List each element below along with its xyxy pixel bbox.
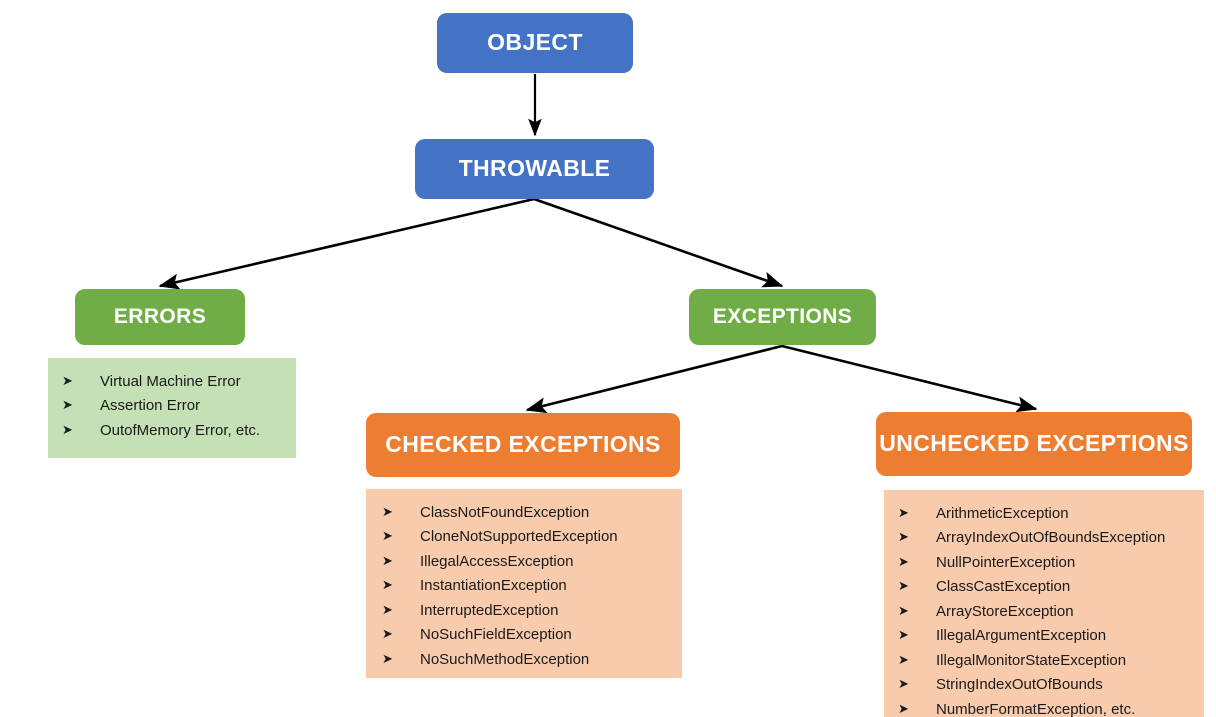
list-item: ➤ CloneNotSupportedException [366,525,682,549]
node-unchecked-exceptions[interactable]: UNCHECKED EXCEPTIONS [876,412,1192,476]
list-item: ➤ IllegalArgumentException [884,624,1204,648]
list-item: ➤ IllegalAccessException [366,550,682,574]
list-item-label: Assertion Error [100,397,201,415]
arrow-bullet-icon: ➤ [382,504,393,519]
checked-exceptions-list: ➤ ClassNotFoundException ➤ CloneNotSupporte… [366,501,682,672]
arrow-bullet-icon: ➤ [898,676,909,692]
arrow-bullet-icon: ➤ [382,528,393,544]
list-item-label: Virtual Machine Error [100,373,241,390]
list-item: ➤ InstantiationException [366,574,682,598]
arrow-bullet-icon: ➤ [898,553,909,569]
arrow-bullet-icon: ➤ [382,626,393,642]
arrow-bullet-icon: ➤ [898,627,909,643]
arrow-bullet-icon: ➤ [898,529,909,545]
node-checked-exceptions[interactable]: CHECKED EXCEPTIONS [366,413,680,477]
list-item: ➤ IllegalMonitorStateException [884,649,1204,673]
list-item-label: ArithmeticException [936,505,1069,522]
list-item-label: NoSuchFieldException [420,626,572,644]
arrow-bullet-icon: ➤ [382,577,393,593]
list-item: ➤ Assertion Error [48,394,296,418]
list-item: ➤ ArrayIndexOutOfBoundsException [884,526,1204,550]
list-item: ➤ ClassCastException [884,575,1204,599]
list-item-label: NumberFormatException, etc. [936,700,1136,717]
connector-throwable-to-exceptions [533,197,784,288]
arrow-bullet-icon: ➤ [898,651,909,667]
list-item-label: InstantiationException [420,577,567,595]
arrow-bullet-icon: ➤ [898,700,909,716]
arrow-bullet-icon: ➤ [62,421,73,437]
panel-errors-list: ➤ Virtual Machine Error ➤ Assertion Error ➤ O… [48,358,296,458]
errors-list: ➤ Virtual Machine Error ➤ Assertion Error ➤ O… [48,370,296,443]
list-item: ➤ NoSuchFieldException [366,623,682,647]
list-item: ➤ Virtual Machine Error [48,370,296,394]
arrow-bullet-icon: ➤ [898,578,909,594]
node-throwable[interactable]: THROWABLE [415,139,654,199]
list-item-label: ArrayStoreException [936,602,1074,620]
node-errors[interactable]: ERRORS [75,289,245,345]
list-item: ➤ NullPointerException [884,551,1204,575]
list-item: ➤ ArithmeticException [884,502,1204,526]
connector-exceptions-to-checked [525,344,783,414]
arrow-bullet-icon: ➤ [382,650,393,666]
list-item-label: IllegalMonitorStateException [936,651,1127,669]
list-item-label: NullPointerException [936,553,1076,571]
list-item-label: InterruptedException [420,601,559,619]
list-item: ➤ ClassNotFoundException [366,501,682,525]
connector-exceptions-to-unchecked [781,344,1038,413]
list-item-label: OutofMemory Error, etc. [100,421,261,439]
arrow-bullet-icon: ➤ [382,601,393,617]
list-item: ➤ NumberFormatException, etc. [884,698,1204,717]
panel-unchecked-exceptions-list: ➤ ArithmeticException ➤ ArrayIndexOutOfBoun… [884,490,1204,717]
list-item: ➤ InterruptedException [366,599,682,623]
unchecked-exceptions-list: ➤ ArithmeticException ➤ ArrayIndexOutOfBoun… [884,502,1204,717]
list-item: ➤ OutofMemory Error, etc. [48,419,296,443]
list-item-label: IllegalAccessException [420,552,574,570]
node-exceptions[interactable]: EXCEPTIONS [689,289,876,345]
list-item: ➤ ArrayStoreException [884,600,1204,624]
arrow-bullet-icon: ➤ [62,373,73,388]
list-item: ➤ StringIndexOutOfBounds [884,673,1204,697]
node-object[interactable]: OBJECT [437,13,633,73]
list-item-label: ArrayIndexOutOfBoundsException [936,529,1166,547]
list-item-label: ClassCastException [936,578,1071,596]
arrow-bullet-icon: ➤ [898,505,909,520]
panel-checked-exceptions-list: ➤ ClassNotFoundException ➤ CloneNotSupporte… [366,489,682,678]
connector-throwable-to-errors [158,197,535,290]
arrow-bullet-icon: ➤ [898,602,909,618]
list-item-label: NoSuchMethodException [420,650,590,668]
list-item-label: CloneNotSupportedException [420,528,618,546]
list-item-label: IllegalArgumentException [936,627,1107,645]
list-item-label: StringIndexOutOfBounds [936,676,1103,694]
list-item-label: ClassNotFoundException [420,504,590,521]
arrow-bullet-icon: ➤ [382,552,393,568]
arrow-bullet-icon: ➤ [62,397,73,413]
list-item: ➤ NoSuchMethodException [366,648,682,672]
